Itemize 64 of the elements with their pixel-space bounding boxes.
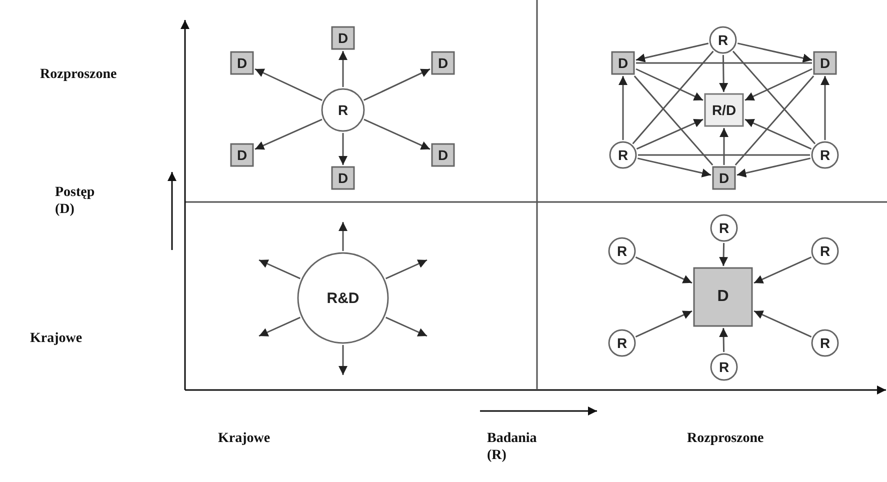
connector-line (732, 50, 816, 144)
arrow (254, 68, 322, 101)
axis-label: Krajowe (218, 430, 272, 447)
arrow (754, 256, 812, 284)
circle-node: R&D (297, 252, 389, 344)
arrow (744, 68, 812, 101)
connector-line (632, 50, 714, 144)
circle-node: R (608, 329, 636, 357)
circle-node: R (321, 88, 365, 132)
axis-label: Badania (R) (487, 430, 538, 464)
arrow (386, 259, 428, 280)
arrow (635, 256, 692, 284)
circle-node: R (811, 141, 839, 169)
square-node: D (230, 51, 254, 75)
arrow (736, 158, 811, 178)
square-node: D (611, 51, 635, 75)
circle-node: R (709, 26, 737, 54)
arrow (636, 118, 704, 150)
square-node: D (712, 166, 736, 190)
axis-label: Rozproszone (687, 430, 765, 447)
circle-node: R (608, 237, 636, 265)
arrow (364, 118, 430, 150)
circle-node: R (609, 141, 637, 169)
square-node: R/D (704, 93, 744, 127)
arrow (720, 128, 728, 165)
circle-node: R (811, 237, 839, 265)
square-node: D (813, 51, 837, 75)
arrow (635, 310, 692, 338)
arrow (637, 158, 712, 178)
axis-label: Rozproszone (40, 66, 118, 83)
axis-label: Postęp (D) (55, 184, 96, 218)
arrow (258, 259, 300, 280)
connector-line (638, 154, 810, 156)
square-node: D (431, 143, 455, 167)
circle-node: R (710, 353, 738, 381)
connector-line (634, 76, 714, 166)
square-node: D (331, 26, 355, 50)
arrow (338, 51, 348, 87)
arrow (338, 345, 348, 375)
arrow (636, 68, 704, 101)
circle-node: R (710, 214, 738, 242)
square-node: D (693, 267, 753, 327)
arrow (719, 242, 728, 266)
axis-label: Krajowe (30, 330, 84, 347)
arrow (754, 310, 812, 338)
arrow (338, 222, 348, 251)
arrow (719, 54, 728, 92)
square-node: D (230, 143, 254, 167)
arrow (254, 118, 322, 150)
arrow (820, 76, 830, 140)
square-node: D (331, 166, 355, 190)
arrow (258, 316, 300, 337)
arrow (737, 42, 812, 62)
arrow (363, 68, 430, 101)
arrow (386, 316, 428, 337)
arrow (636, 42, 709, 62)
arrow (744, 118, 812, 150)
circle-node: R (811, 329, 839, 357)
connector-line (734, 76, 814, 166)
arrow (338, 133, 348, 165)
arrow (618, 76, 628, 140)
connector-line (636, 62, 812, 64)
arrow (719, 328, 728, 352)
square-node: D (431, 51, 455, 75)
